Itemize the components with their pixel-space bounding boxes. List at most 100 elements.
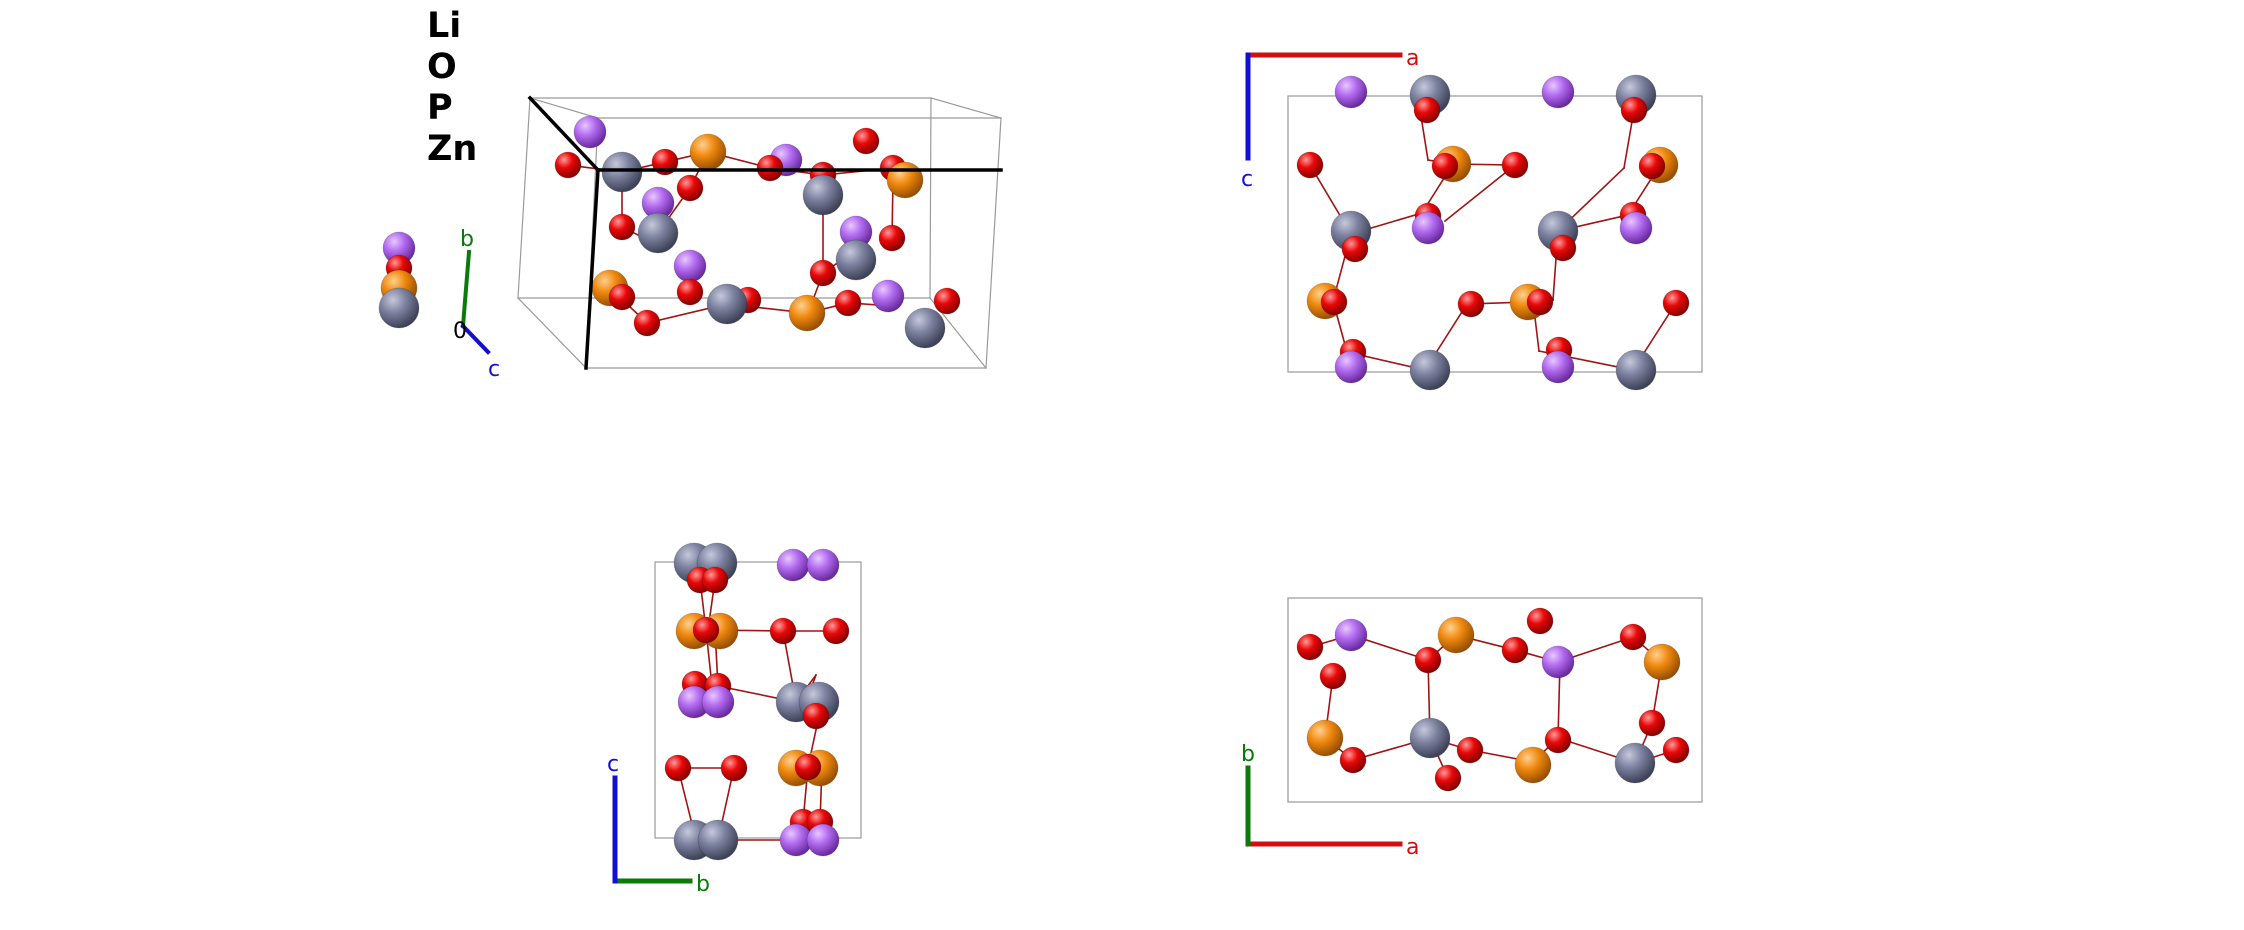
view-bc-atom-o bbox=[769, 617, 797, 645]
persp-atom-o bbox=[676, 278, 704, 306]
view-ab-atom-li bbox=[1334, 618, 1368, 652]
persp-atom-o bbox=[554, 151, 582, 179]
view-ab-atom-o bbox=[1434, 764, 1462, 792]
persp-atom-li bbox=[871, 279, 905, 313]
persp-axis-c-label: c bbox=[488, 357, 500, 382]
view-ab-atom-o bbox=[1638, 709, 1666, 737]
persp-cell-edge bbox=[517, 297, 587, 369]
view-bc-cell bbox=[654, 561, 862, 839]
view-ac-atom-o bbox=[1662, 289, 1690, 317]
view-ac-axis-a-label: a bbox=[1406, 46, 1419, 71]
persp-axis-line bbox=[527, 95, 601, 173]
persp-atom-o bbox=[676, 174, 704, 202]
view-ab-axis-b-label: b bbox=[1241, 742, 1255, 767]
view-ab-atom-o bbox=[1662, 736, 1690, 764]
view-ab-cell bbox=[1287, 597, 1703, 803]
view-bc-atom-o bbox=[701, 566, 729, 594]
view-bc-atom-o bbox=[802, 702, 830, 730]
view-ab-atom-o bbox=[1619, 623, 1647, 651]
view-ab-atom-li bbox=[1541, 645, 1575, 679]
legend-zn: Zn bbox=[427, 129, 478, 169]
view-bc-atom-o bbox=[664, 754, 692, 782]
view-bc-atom-li bbox=[806, 823, 840, 857]
view-ac-atom-o bbox=[1457, 290, 1485, 318]
view-ac-axis-c-label: c bbox=[1241, 167, 1253, 192]
persp-atom-p bbox=[886, 161, 924, 199]
view-ac-atom-li bbox=[1619, 211, 1653, 245]
view-ab-atom-o bbox=[1339, 746, 1367, 774]
persp-atom-o bbox=[809, 259, 837, 287]
view-bc-atom-o bbox=[720, 754, 748, 782]
view-ac-atom-o bbox=[1296, 151, 1324, 179]
persp-cell-edge bbox=[517, 97, 531, 299]
view-bc-atom-li bbox=[806, 548, 840, 582]
view-ab-atom-p bbox=[1514, 746, 1552, 784]
legend-li: Li bbox=[427, 6, 462, 46]
persp-atom-p bbox=[689, 133, 727, 171]
element-legend: Li O P Zn bbox=[427, 6, 477, 170]
view-ab-atom-o bbox=[1501, 636, 1529, 664]
view-ab-atom-p bbox=[1306, 719, 1344, 757]
persp-axis-c bbox=[460, 323, 491, 355]
view-ab-atom-o bbox=[1526, 607, 1554, 635]
persp-atom-o bbox=[834, 289, 862, 317]
persp-atom-li bbox=[673, 249, 707, 283]
view-bc-atom-zn bbox=[697, 819, 739, 861]
view-ac-atom-zn bbox=[1409, 349, 1451, 391]
view-ab-atom-p bbox=[1643, 643, 1681, 681]
persp-edge-atom-zn bbox=[378, 287, 420, 329]
atom-layer bbox=[378, 74, 1690, 861]
persp-cell-edge bbox=[930, 97, 1002, 119]
persp-atom-zn bbox=[637, 212, 679, 254]
persp-cell-edge bbox=[985, 117, 1002, 369]
view-bc-atom-o bbox=[794, 753, 822, 781]
view-ac-atom-o bbox=[1638, 152, 1666, 180]
persp-atom-zn bbox=[601, 151, 643, 193]
view-ab-atom-p bbox=[1437, 616, 1475, 654]
view-ac-atom-o bbox=[1501, 151, 1529, 179]
bond-layer bbox=[567, 109, 1678, 842]
persp-atom-o bbox=[852, 127, 880, 155]
view-ab-atom-o bbox=[1456, 736, 1484, 764]
view-ac-atom-li bbox=[1334, 350, 1368, 384]
persp-cell-edge bbox=[529, 97, 599, 119]
view-ac-cell bbox=[1287, 95, 1703, 373]
view-ac-atom-o bbox=[1341, 235, 1369, 263]
view-ab-atom-zn bbox=[1614, 742, 1656, 784]
view-ac-atom-li bbox=[1541, 75, 1575, 109]
view-ab-atom-o bbox=[1319, 662, 1347, 690]
view-ac-atom-li bbox=[1411, 211, 1445, 245]
legend-o: O bbox=[427, 47, 457, 87]
view-bc-atom-o bbox=[822, 617, 850, 645]
legend-p: P bbox=[427, 88, 453, 128]
view-ac-bond bbox=[1443, 163, 1517, 223]
view-bc-atom-li bbox=[701, 685, 735, 719]
view-ac-atom-zn bbox=[1615, 349, 1657, 391]
view-ab-atom-o bbox=[1296, 633, 1324, 661]
view-bc-axis-c-label: c bbox=[607, 752, 619, 777]
persp-axis-line bbox=[584, 168, 600, 370]
persp-atom-zn bbox=[904, 307, 946, 349]
view-bc-atom-o bbox=[692, 616, 720, 644]
view-ab-atom-zn bbox=[1409, 717, 1451, 759]
view-ac-atom-o bbox=[1549, 234, 1577, 262]
persp-atom-zn bbox=[835, 239, 877, 281]
persp-cell-edge bbox=[929, 97, 932, 299]
view-ac-atom-o bbox=[1620, 96, 1648, 124]
persp-axis-b-label: b bbox=[460, 227, 474, 252]
persp-atom-o bbox=[608, 213, 636, 241]
persp-atom-zn bbox=[802, 174, 844, 216]
view-bc-axis-b-label: b bbox=[696, 872, 710, 897]
persp-axis-b bbox=[460, 249, 472, 329]
view-ac-atom-o bbox=[1320, 288, 1348, 316]
view-ac-atom-li bbox=[1541, 350, 1575, 384]
view-ac-atom-li bbox=[1334, 75, 1368, 109]
persp-atom-o bbox=[756, 154, 784, 182]
persp-atom-o bbox=[933, 287, 961, 315]
persp-axis-origin-label: 0 bbox=[453, 319, 467, 344]
cell-layer bbox=[517, 95, 1703, 839]
view-ab-atom-o bbox=[1414, 646, 1442, 674]
